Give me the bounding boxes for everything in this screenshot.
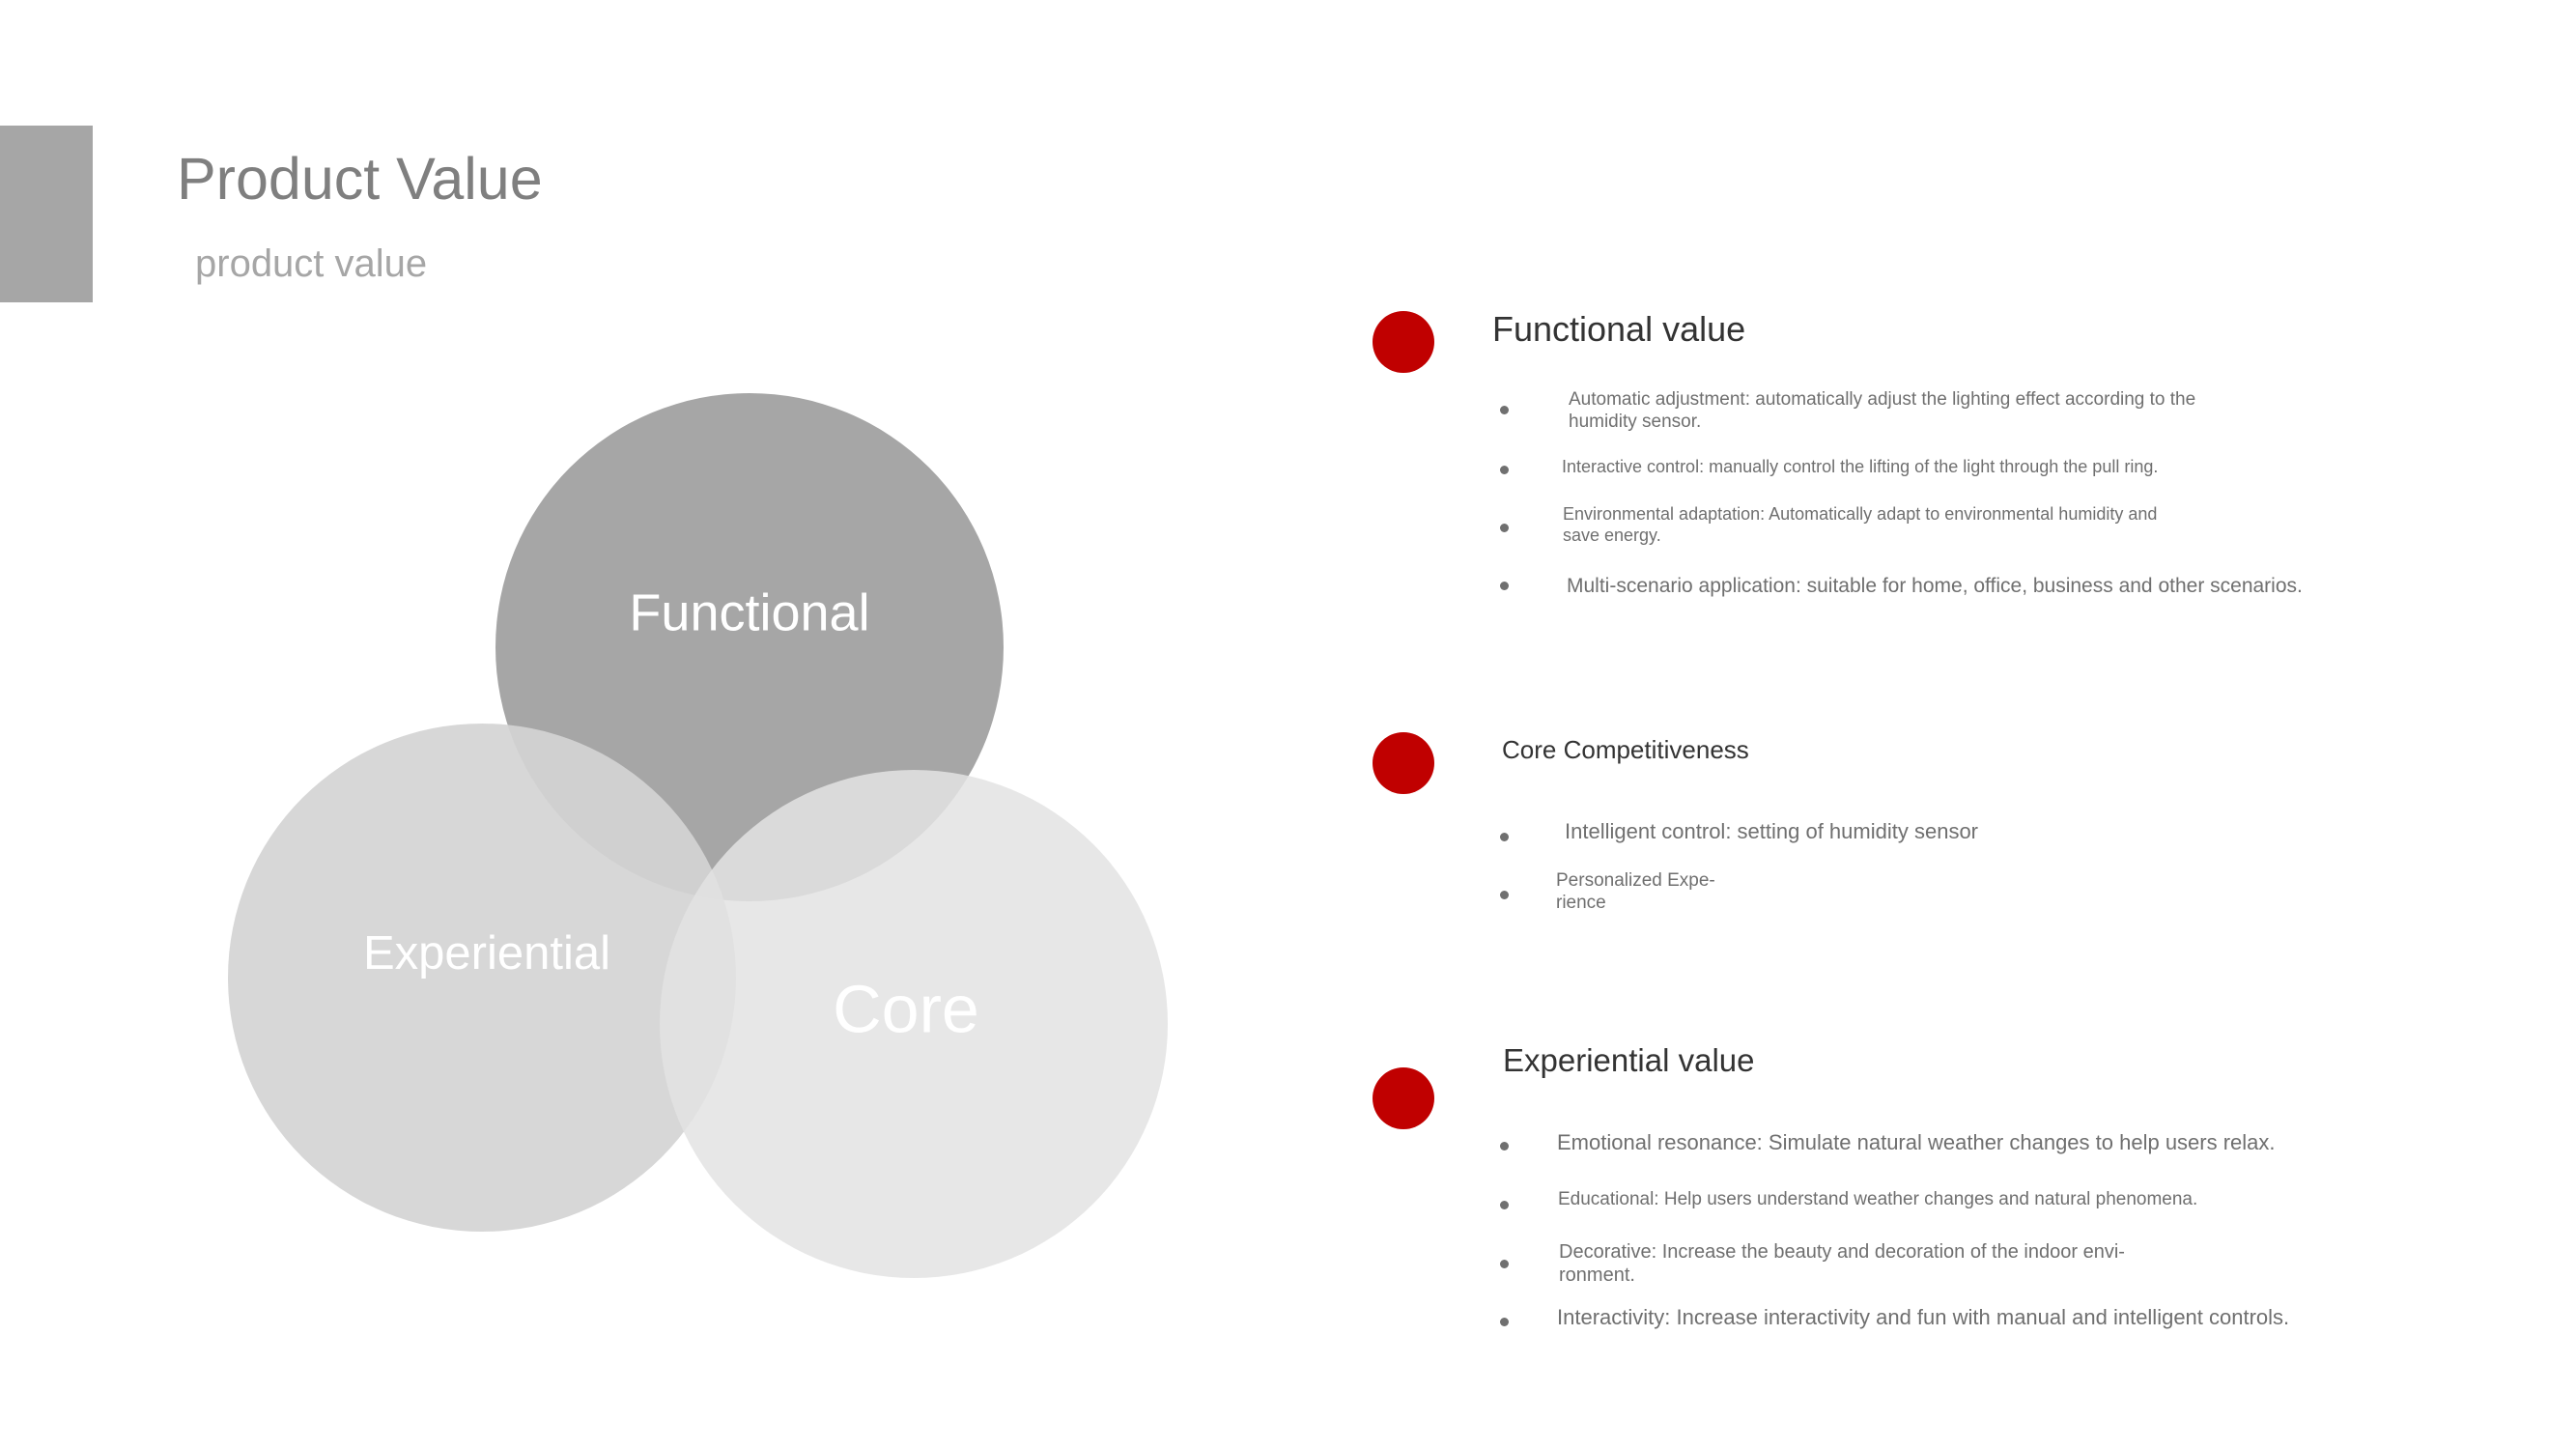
venn-circle-experiential <box>228 724 736 1232</box>
list-item: Decorative: Increase the beauty and deco… <box>1559 1241 2125 1286</box>
core-marker-dot <box>1373 732 1434 794</box>
page-title: Product Value <box>177 146 543 212</box>
list-item: Multi-scenario application: suitable for… <box>1567 575 2303 597</box>
title-accent-bar <box>0 126 93 302</box>
experiential-marker-dot <box>1373 1067 1434 1129</box>
venn-circle-core <box>660 770 1168 1278</box>
functional-marker-dot <box>1373 311 1434 373</box>
bullet-dot <box>1500 1318 1509 1326</box>
venn-label-functional: Functional <box>629 583 869 641</box>
bullet-dot <box>1500 1201 1509 1209</box>
bullet-dot <box>1500 1260 1509 1268</box>
bullet-dot <box>1500 833 1509 841</box>
bullet-dot <box>1500 582 1509 590</box>
venn-diagram: Functional Experiential Core <box>228 393 1168 1278</box>
list-item: Automatic adjustment: automatically adju… <box>1569 389 2196 432</box>
bullet-dot <box>1500 466 1509 474</box>
page-subtitle: product value <box>195 242 428 285</box>
venn-label-core: Core <box>833 971 979 1046</box>
list-item: Interactive control: manually control th… <box>1562 457 2159 476</box>
bullet-dot <box>1500 1142 1509 1151</box>
list-item: Educational: Help users understand weath… <box>1558 1189 2198 1209</box>
list-item: Emotional resonance: Simulate natural we… <box>1557 1130 2276 1154</box>
bullet-dot <box>1500 406 1509 414</box>
list-item: Interactivity: Increase interactivity an… <box>1557 1305 2290 1329</box>
bullet-dot <box>1500 891 1509 899</box>
list-item: Personalized Expe-rience <box>1556 870 1715 913</box>
bullet-dot <box>1500 524 1509 532</box>
section-heading-functional: Functional value <box>1492 309 1746 349</box>
venn-label-experiential: Experiential <box>363 927 610 980</box>
section-heading-core: Core Competitiveness <box>1502 735 1749 764</box>
section-heading-experiential: Experiential value <box>1503 1042 1755 1078</box>
list-item: Environmental adaptation: Automatically … <box>1563 504 2158 545</box>
list-item: Intelligent control: setting of humidity… <box>1565 819 1979 843</box>
